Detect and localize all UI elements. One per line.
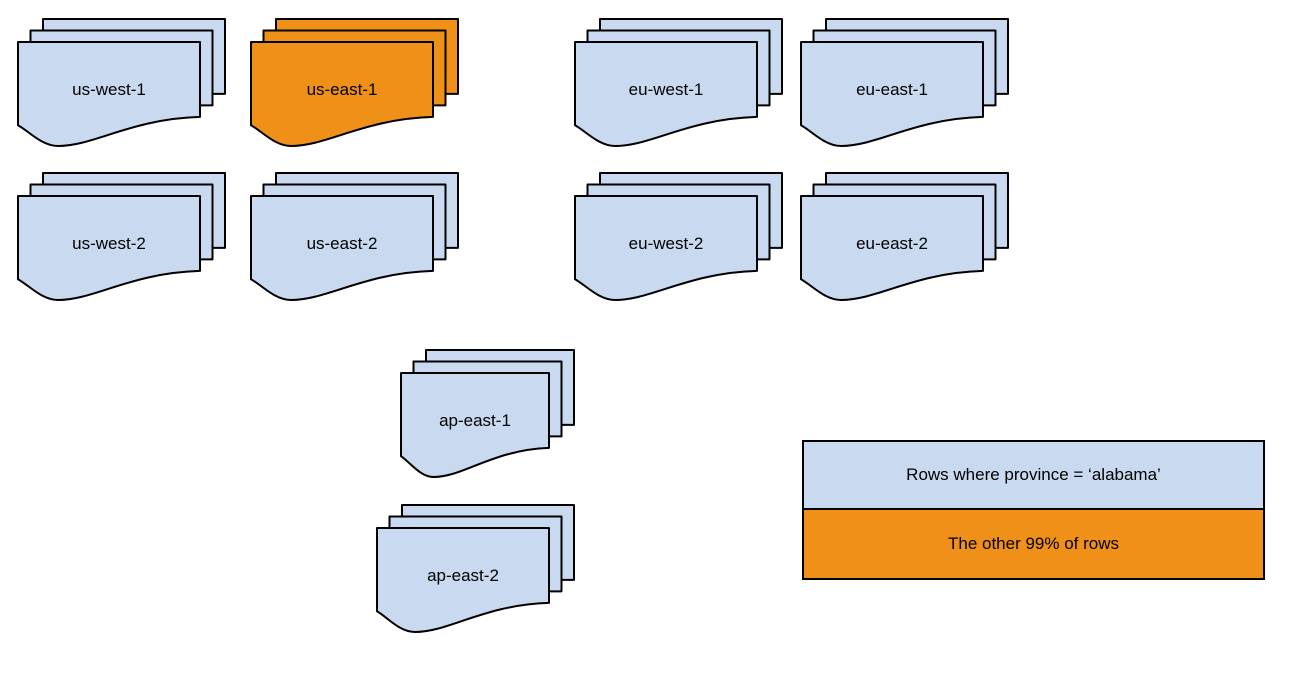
document-stack-glyph — [574, 18, 783, 147]
document-front — [376, 527, 550, 633]
region-stack-eu-west-1[interactable]: eu-west-1 — [573, 17, 784, 150]
document-stack-glyph — [17, 18, 226, 147]
region-stack-us-west-2[interactable]: us-west-2 — [16, 171, 227, 304]
region-stack-eu-east-1[interactable]: eu-east-1 — [799, 17, 1010, 150]
document-stack-glyph — [17, 172, 226, 301]
legend-label-orange: The other 99% of rows — [947, 534, 1120, 553]
region-stack-us-west-1[interactable]: us-west-1 — [16, 17, 227, 150]
region-stack-eu-west-2[interactable]: eu-west-2 — [573, 171, 784, 304]
region-stack-us-east-2[interactable]: us-east-2 — [249, 171, 460, 304]
document-stack-glyph — [800, 172, 1009, 301]
document-front — [17, 41, 201, 147]
document-front — [17, 195, 201, 301]
legend-row-orange: The other 99% of rows — [804, 510, 1263, 578]
region-stack-ap-east-1[interactable]: ap-east-1 — [399, 348, 576, 481]
document-front — [250, 195, 434, 301]
legend-row-blue: Rows where province = ‘alabama’ — [804, 442, 1263, 510]
region-stack-ap-east-2[interactable]: ap-east-2 — [375, 503, 576, 636]
document-front — [400, 372, 550, 478]
document-front — [800, 41, 984, 147]
document-front — [800, 195, 984, 301]
legend: Rows where province = ‘alabama’ The othe… — [802, 440, 1265, 580]
document-stack-glyph — [574, 172, 783, 301]
document-stack-glyph — [376, 504, 575, 633]
region-stack-us-east-1[interactable]: us-east-1 — [249, 17, 460, 150]
document-stack-glyph — [250, 172, 459, 301]
document-front — [574, 41, 758, 147]
region-stack-eu-east-2[interactable]: eu-east-2 — [799, 171, 1010, 304]
document-front — [250, 41, 434, 147]
legend-label-blue: Rows where province = ‘alabama’ — [906, 465, 1161, 484]
document-stack-glyph — [250, 18, 459, 147]
document-stack-glyph — [400, 349, 575, 478]
document-front — [574, 195, 758, 301]
document-stack-glyph — [800, 18, 1009, 147]
